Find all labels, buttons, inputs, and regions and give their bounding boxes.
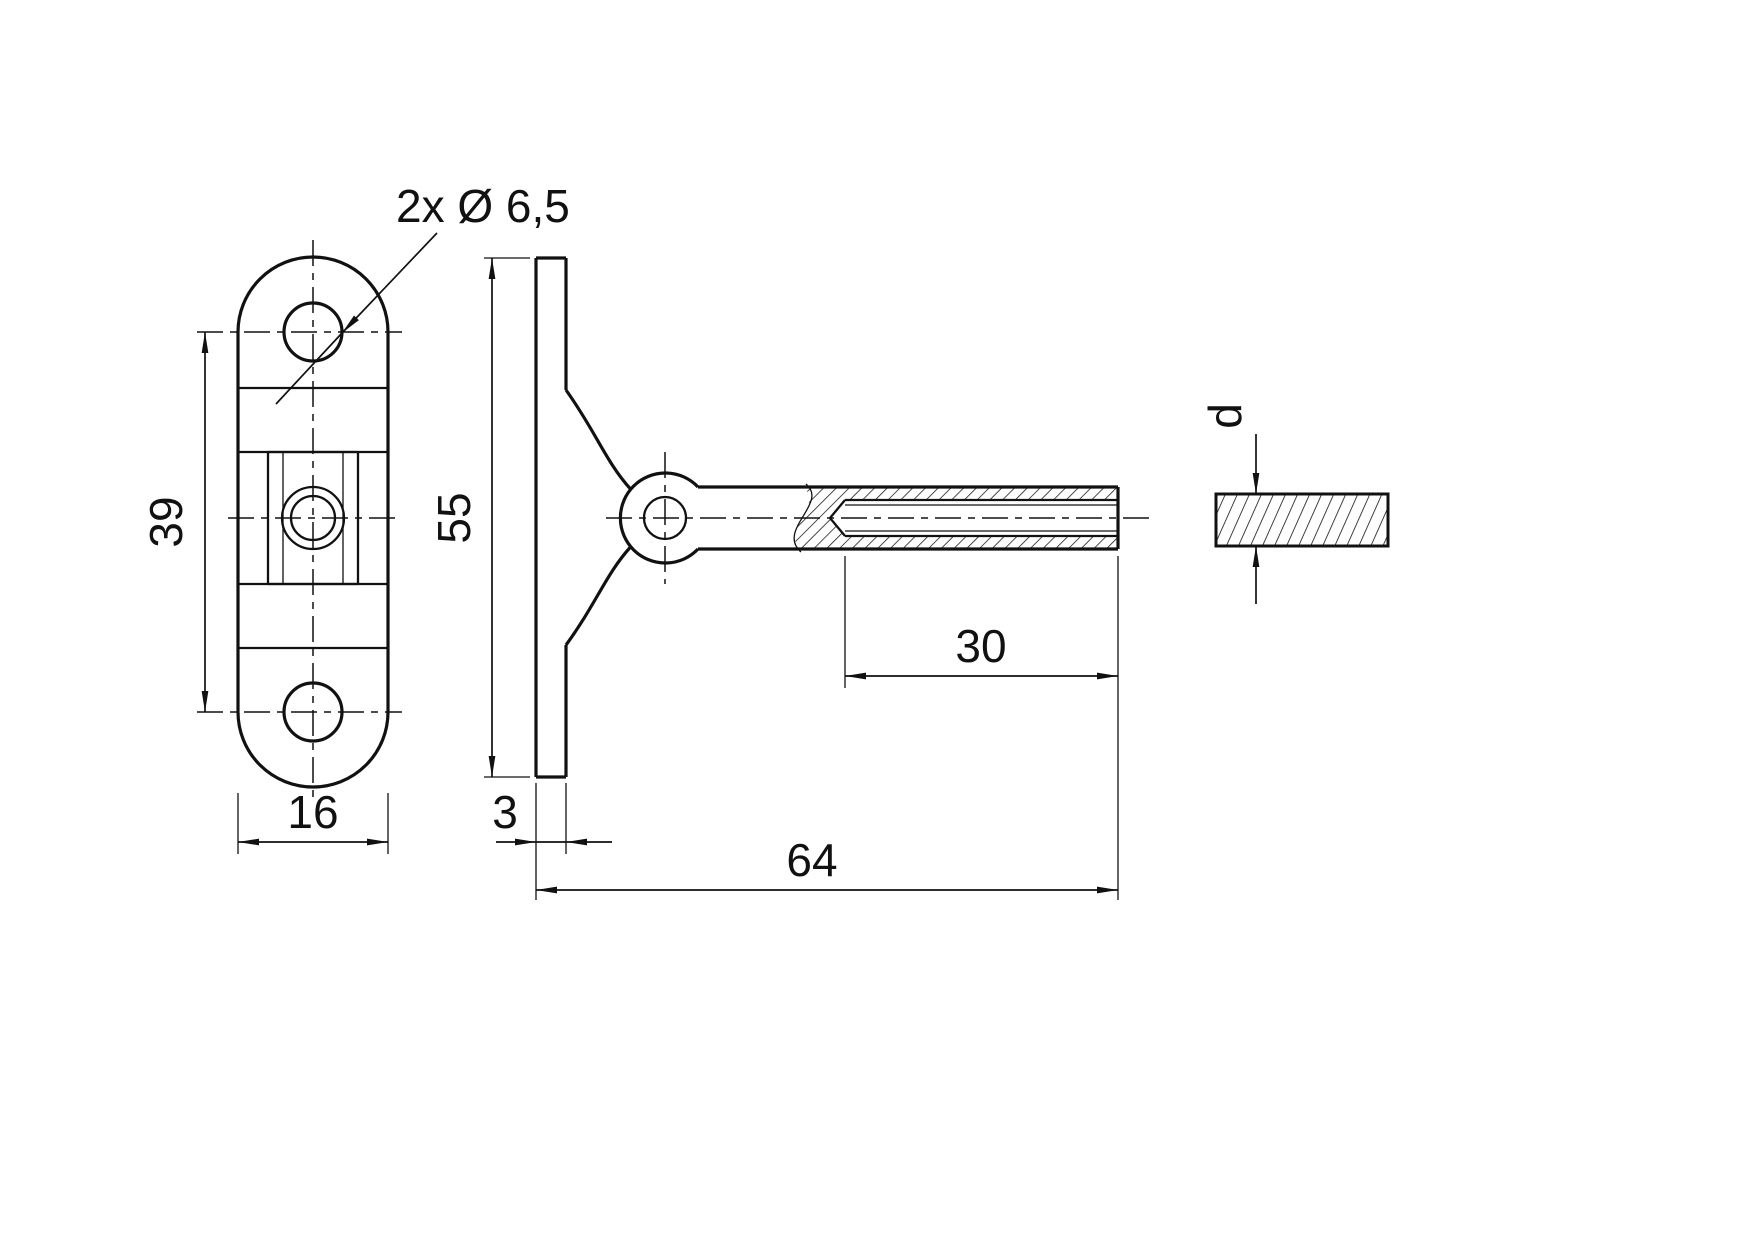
dim-label-39: 39 [140,496,192,547]
dimension-total-length: 64 [535,783,1118,900]
holes-diameter-callout: 2x Ø 6,5 [275,180,570,405]
plate-outline [236,255,390,789]
section-hatch-top-wall [845,487,1118,500]
callout-label-holes: 2x Ø 6,5 [396,180,570,232]
dimension-hole-spacing: 39 [140,332,209,712]
dimension-bracket-height: 55 [428,257,530,778]
section-hatch-solid [794,487,845,549]
hub-pivot-hole [642,495,688,541]
bottom-mounting-hole [282,681,344,743]
callout-leader-tail [275,332,343,405]
drill-point-upper [829,499,846,519]
rope-section-rect [1214,492,1390,548]
section-hatch-bottom-wall [845,536,1118,549]
nut-pocket [266,450,360,586]
dim-label-16: 16 [287,786,338,838]
callout-leader-arrow [341,232,438,334]
drill-point-lower [829,517,846,537]
pivot-boss-circle [280,485,346,551]
dim-label-30: 30 [955,620,1006,672]
dim-label-d: d [1199,403,1251,429]
dimension-plate-width: 16 [237,786,389,854]
strap-upper-curve [564,389,632,491]
hub-outer-arc [618,471,700,565]
dim-label-3: 3 [492,786,518,838]
dimension-plate-thickness: 3 [492,783,612,854]
dim-label-55: 55 [428,492,480,543]
dimension-rope-diameter: d [1199,403,1260,604]
pivot-hole-circle [289,494,337,542]
side-view [534,256,1150,779]
strap-lower-curve [564,545,632,646]
dim-label-64: 64 [786,834,837,886]
break-line [793,483,813,553]
rope-section-view: d [1199,403,1390,604]
dimension-thread-length: 30 [844,556,1119,900]
front-view [197,240,402,803]
